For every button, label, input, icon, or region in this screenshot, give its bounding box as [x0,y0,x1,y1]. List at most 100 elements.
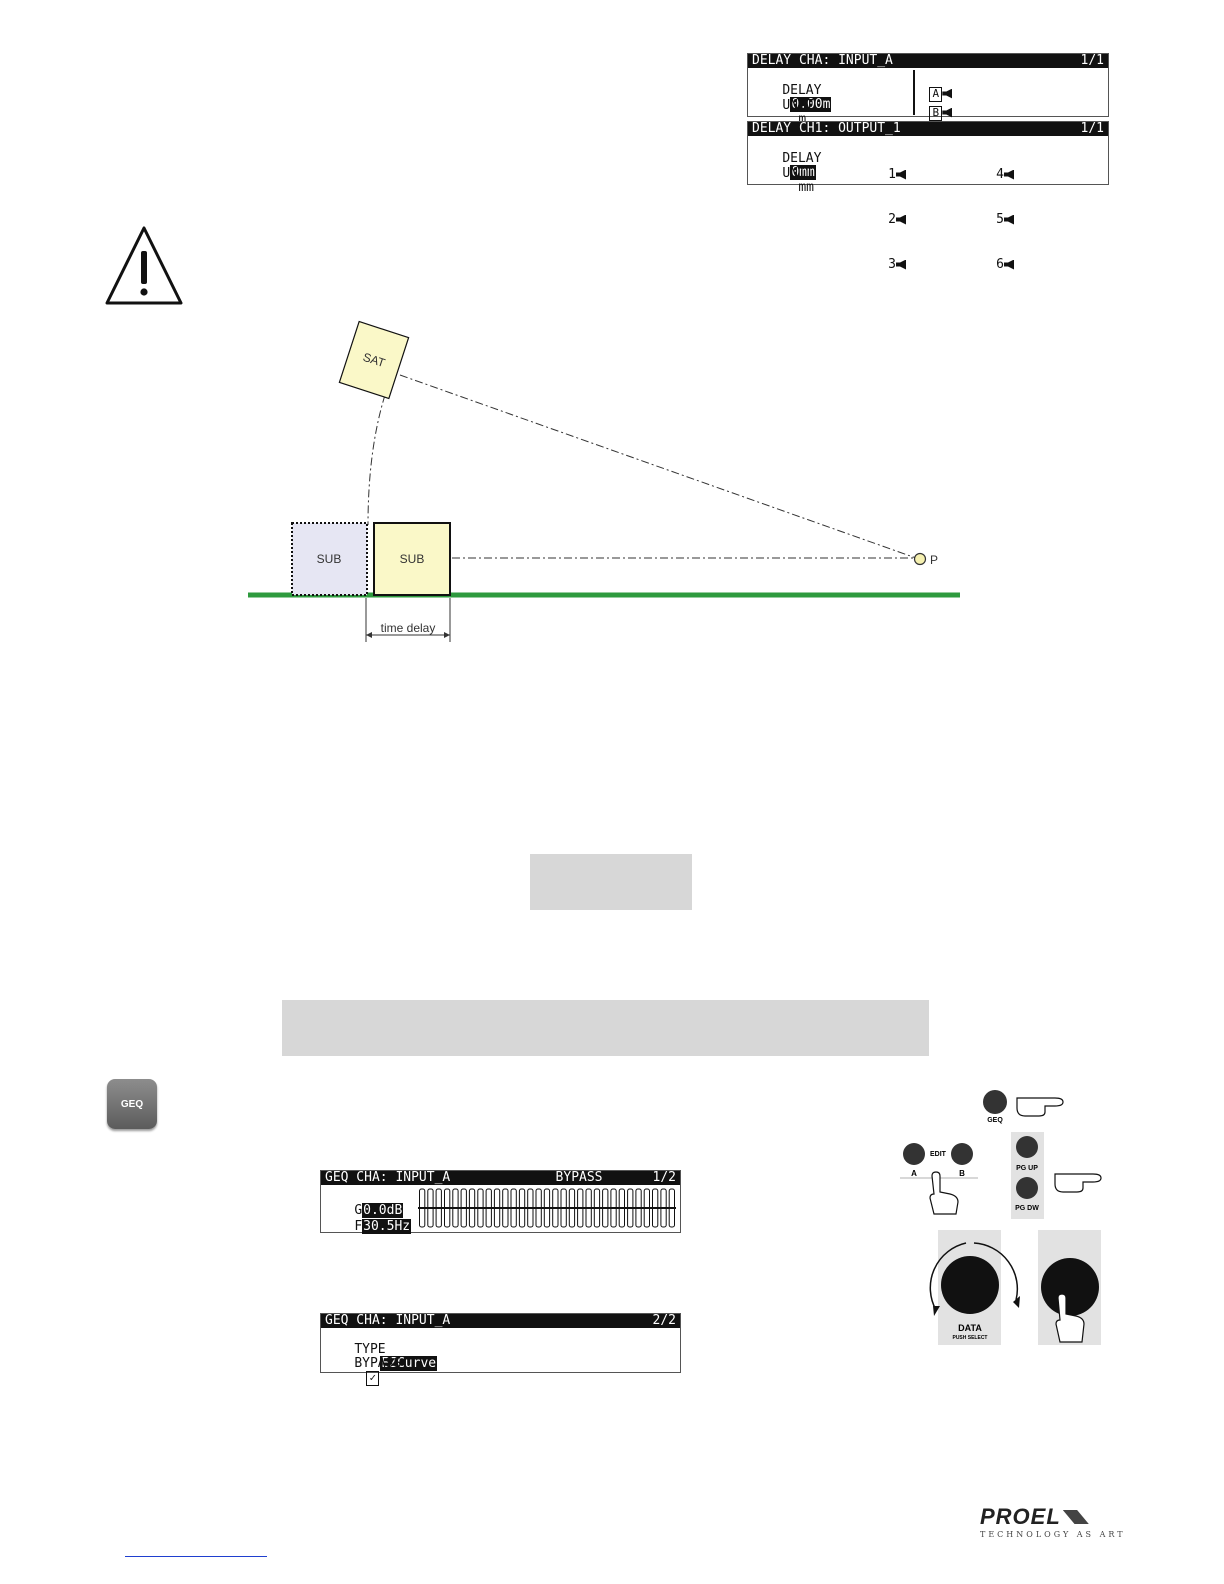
delay-value[interactable]: 0.00m [790,97,832,112]
output-channel-5[interactable]: 5 [994,212,1025,227]
output-channel-1[interactable]: 1 [886,167,917,182]
geq-fader-band[interactable] [602,1188,609,1228]
type-value[interactable]: EZCurve [380,1356,438,1371]
gain-value[interactable]: 0.0dB [362,1203,404,1218]
data-knob [941,1256,999,1314]
output-channel-2[interactable]: 2 [886,212,917,227]
point-label: P [930,553,938,567]
geq-fader-band[interactable] [477,1188,484,1228]
data-push-knob [1041,1258,1099,1316]
geq-fader-band[interactable] [660,1188,667,1228]
geq-fader-band[interactable] [668,1188,675,1228]
geq-fader-band[interactable] [444,1188,451,1228]
geq-fader-band[interactable] [419,1188,426,1228]
freq-value[interactable]: 30.5Hz [362,1219,412,1234]
geq-fader-band[interactable] [468,1188,476,1228]
edit-b-label: B [959,1169,965,1178]
pg-dw-label: PG DW [1015,1205,1039,1212]
geq-fader-band[interactable] [543,1188,551,1228]
geq-fader-band[interactable] [593,1188,601,1228]
output-channel-6[interactable]: 6 [994,257,1025,272]
lcd-page: 1/1 [1080,121,1104,136]
rotate-arrow-icon [929,1242,967,1311]
geq-fader-band[interactable] [493,1188,501,1228]
gray-section-bar [282,1000,929,1056]
lcd-title-bar: DELAY CH1: OUTPUT_1 1/1 [748,122,1108,136]
speaker-icon [1004,214,1014,225]
geq-fader-band[interactable] [460,1188,467,1228]
channel-a-box: A [929,87,943,102]
geq-lcd-page-2: GEQ CHA: INPUT_A 2/2 TYPE EZCurve BYPASS… [320,1313,681,1386]
control-panel: GEQ PG UP PG DW EDIT A B DATA PUSH SELEC… [900,1090,1102,1345]
footer-link-underline[interactable] [125,1556,267,1557]
geq-fader-band[interactable] [643,1188,650,1228]
geq-fader-band[interactable] [627,1188,634,1228]
geq-fader-band[interactable] [568,1188,576,1228]
lcd-title-bar: GEQ CHA: INPUT_A BYPASS 1/2 [321,1171,680,1185]
geq-panel-button [983,1090,1007,1114]
unit-label: UNIT [782,166,814,181]
edit-a-button [903,1143,925,1165]
lcd-title: DELAY CHA: INPUT_A [752,53,893,68]
arc-path [367,394,386,526]
geq-fader-band[interactable] [560,1188,567,1228]
lcd-title-bar: DELAY CHA: INPUT_A 1/1 [748,54,1108,68]
freq-label: F [354,1219,363,1234]
geq-fader-band[interactable] [518,1188,526,1228]
geq-fader-band[interactable] [652,1188,659,1228]
dimension-label: time delay [381,621,436,635]
geq-fader-band[interactable] [510,1188,517,1228]
edit-label: EDIT [930,1151,947,1158]
pointing-hand-icon [1016,1097,1064,1117]
channel-a[interactable]: A [898,73,953,116]
geq-fader-band[interactable] [552,1188,559,1228]
channel-b[interactable]: B [898,92,953,135]
geq-fader-band[interactable] [610,1188,617,1228]
logo-tagline: TECHNOLOGY AS ART [980,1530,1126,1539]
geq-fader-band[interactable] [502,1188,509,1228]
speaker-icon [942,88,953,99]
delay-label: DELAY [782,151,822,166]
lcd-title-bar: GEQ CHA: INPUT_A 2/2 [321,1314,680,1328]
lcd-title: GEQ CHA: INPUT_A [325,1170,451,1185]
geq-fader-band[interactable] [635,1188,642,1228]
geq-fader-band[interactable] [527,1188,534,1228]
geq-fader-band[interactable] [577,1188,584,1228]
speaker-icon [896,169,906,180]
geq-fader-band[interactable] [435,1188,442,1228]
geq-lcd-page-1: GEQ CHA: INPUT_A BYPASS 1/2 G0.0dB F30.5… [320,1170,681,1234]
edit-a-label: A [911,1169,917,1178]
edit-b-button [951,1143,973,1165]
geq-key-button[interactable]: GEQ [107,1079,157,1129]
logo-mark-icon [1062,1510,1089,1524]
speaker-icon [896,214,906,225]
lcd-page: 1/2 [652,1170,676,1185]
lcd-page: 2/2 [652,1313,676,1328]
geq-fader-band[interactable] [618,1188,625,1228]
output-channel-4[interactable]: 4 [994,167,1025,182]
delay-value[interactable]: 0mm [790,165,816,180]
pg-up-label: PG UP [1016,1165,1038,1172]
unit-value[interactable]: m [798,112,807,127]
sat-box [338,320,410,400]
data-sub-label: PUSH SELECT [952,1335,987,1341]
type-label: TYPE [354,1342,386,1357]
geq-faders [418,1188,676,1228]
pg-up-button [1016,1136,1038,1158]
geq-fader-band[interactable] [485,1188,492,1228]
output-channel-3[interactable]: 3 [886,257,917,272]
lcd-page: 1/1 [1080,53,1104,68]
bypass-label: BYPASS [354,1356,402,1371]
sub-left-box [291,522,368,596]
speaker-icon [1004,259,1014,270]
geq-fader-band[interactable] [452,1188,459,1228]
bypass-checkbox[interactable]: ✓ [366,1371,380,1386]
geq-fader-band[interactable] [427,1188,434,1228]
delay-output-lcd: DELAY CH1: OUTPUT_1 1/1 DELAY 0mm UNIT m… [747,121,1109,272]
unit-value[interactable]: mm [798,180,814,195]
divider [913,70,915,115]
geq-fader-band[interactable] [585,1188,592,1228]
channel-b-box: B [929,106,943,121]
speaker-icon [1004,169,1014,180]
geq-fader-band[interactable] [535,1188,542,1228]
